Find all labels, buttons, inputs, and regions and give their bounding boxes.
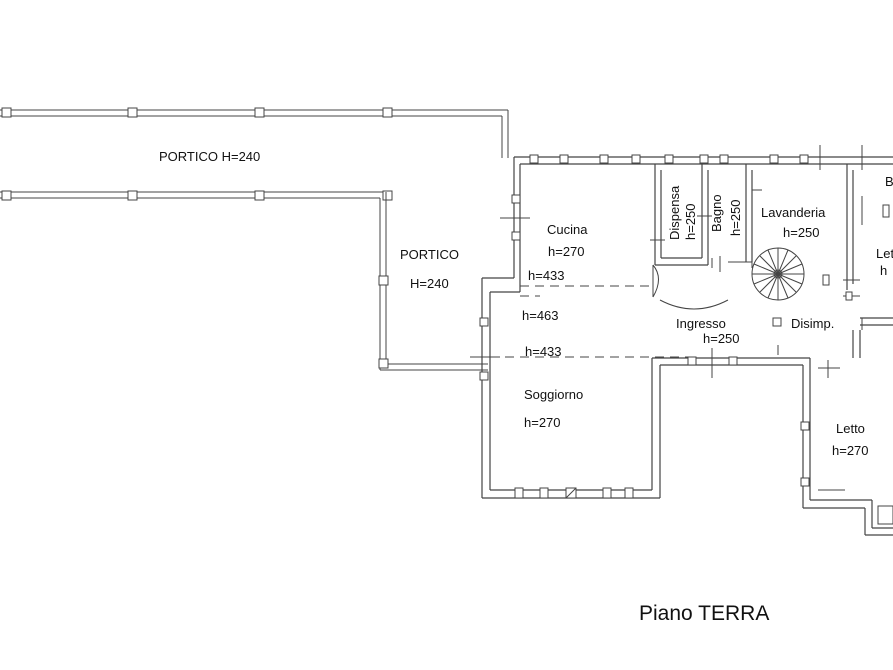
soggiorno-height: h=270 <box>524 415 561 430</box>
column-post <box>127 107 138 118</box>
h463-label: h=463 <box>522 308 559 323</box>
h433-upper-label: h=433 <box>528 268 565 283</box>
column-post <box>127 190 138 201</box>
portico-top-area <box>0 107 509 201</box>
dispensa-height: h=250 <box>683 203 698 240</box>
ingresso-height: h=250 <box>703 331 740 346</box>
house-walls <box>470 145 893 536</box>
letto-partial-height: h <box>880 263 887 278</box>
portico-top-label: PORTICO H=240 <box>159 149 260 164</box>
lavanderia-name: Lavanderia <box>761 205 826 220</box>
floor-title: Piano TERRA <box>639 602 769 625</box>
cucina-name: Cucina <box>547 222 588 237</box>
beam-lines <box>490 285 700 358</box>
column-post <box>382 190 393 201</box>
portico-side-height: H=240 <box>410 276 449 291</box>
portico-side-name: PORTICO <box>400 247 459 262</box>
disimp-name: Disimp. <box>791 316 834 331</box>
cucina-height: h=270 <box>548 244 585 259</box>
column-post <box>254 107 265 118</box>
column-post <box>1 190 12 201</box>
column-post <box>382 107 393 118</box>
portico-side-area <box>378 192 488 371</box>
h433-lower-label: h=433 <box>525 344 562 359</box>
dispensa-name: Dispensa <box>667 185 682 240</box>
bagno-partial-name: B <box>885 174 893 189</box>
soggiorno-name: Soggiorno <box>524 387 583 402</box>
ingresso-name: Ingresso <box>676 316 726 331</box>
column-post <box>1 107 12 118</box>
letto-height: h=270 <box>832 443 869 458</box>
interior-walls <box>650 164 893 358</box>
letto-name: Letto <box>836 421 865 436</box>
bagno-name: Bagno <box>709 194 724 232</box>
bagno-height: h=250 <box>728 199 743 236</box>
room-labels: PORTICO H=240 PORTICO H=240 Cucina h=270… <box>159 149 893 458</box>
column-post <box>254 190 265 201</box>
column-post <box>378 358 389 369</box>
lavanderia-height: h=250 <box>783 225 820 240</box>
column-post <box>378 275 389 286</box>
letto-partial-name: Let <box>876 246 893 261</box>
